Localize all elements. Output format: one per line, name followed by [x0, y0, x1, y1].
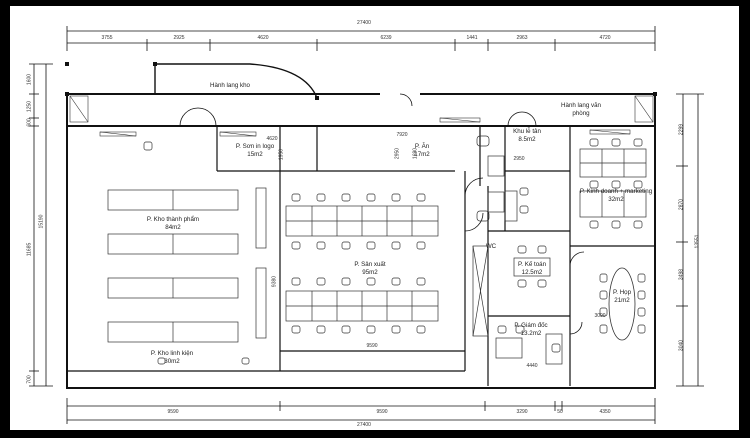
room-hop-name: P. Họp	[612, 289, 632, 296]
dim-bottom-2: 9590	[376, 409, 388, 415]
room-hanh-lang-van-phong-line2: phòng	[572, 110, 590, 117]
meeting-table	[608, 267, 636, 341]
room-kinh-doanh-area: 32m2	[608, 196, 624, 203]
room-kho-thanh-pham-name: P. Kho thành phẩm	[146, 216, 200, 223]
chairs	[143, 138, 646, 365]
room-khu-le-tan-area: 8.5m2	[518, 136, 536, 143]
room-san-xuat-area: 95m2	[362, 269, 378, 276]
dim-bottom-4: 50	[557, 409, 563, 415]
dim-inner-5: 9380	[271, 275, 278, 288]
production-tables	[285, 205, 439, 322]
dim-right-total: 13551	[694, 234, 701, 249]
room-san-xuat-name: P. Sản xuất	[354, 261, 386, 268]
dim-inner-2: 7920	[396, 132, 408, 138]
dim-top-4: 6239	[380, 35, 392, 41]
room-kho-thanh-pham-area: 84m2	[165, 224, 181, 231]
walls	[66, 63, 656, 389]
dim-total-top: 27400	[357, 20, 371, 26]
room-an-name: P. Ăn	[414, 143, 430, 150]
dim-left-total: 15190	[38, 214, 45, 229]
dim-inner-7: 4440	[526, 363, 538, 369]
wc-fixtures	[472, 135, 518, 337]
room-kho-linh-kien-area: 30m2	[164, 358, 180, 365]
dim-bottom-3: 3290	[516, 409, 528, 415]
floor-plan	[29, 26, 704, 424]
warehouse-racks	[107, 187, 267, 343]
sales-desks	[513, 148, 647, 277]
dim-top-2: 2925	[173, 35, 185, 41]
director-desk	[495, 325, 563, 365]
room-giam-doc-area: 13.2m2	[520, 330, 542, 337]
room-hop-area: 21m2	[614, 297, 630, 304]
dim-bottom-1: 9590	[167, 409, 179, 415]
room-khu-le-tan-name: Khu lễ tân	[513, 128, 541, 135]
interior-walls	[67, 126, 655, 386]
dim-top-1: 3755	[101, 35, 113, 41]
dim-inner-3: 2950	[394, 147, 401, 160]
dim-inner-8: 2950	[513, 156, 525, 162]
room-giam-doc-name: P. Giám đốc	[514, 322, 548, 329]
dim-right-4: 3040	[678, 339, 685, 352]
dim-left-5: 700	[26, 375, 33, 384]
dim-top-6: 2963	[516, 35, 528, 41]
room-kinh-doanh-name: P. Kinh doanh + marketing	[579, 188, 653, 195]
dim-left-4: 11685	[26, 242, 33, 257]
corner-points	[65, 62, 657, 100]
dim-right-2: 2870	[678, 198, 685, 211]
dim-top-3: 4620	[257, 35, 269, 41]
dim-left-3: 600	[26, 118, 33, 127]
room-ke-toan-area: 12.5m2	[521, 269, 543, 276]
dim-right-1: 2299	[678, 123, 685, 136]
drawing-sheet: 27400 3755 2925 4620 6239 1441 2963 4720…	[10, 6, 739, 430]
room-kho-linh-kien-name: P. Kho linh kiện	[150, 350, 194, 357]
room-wc: WC	[485, 243, 497, 250]
window-marks	[69, 95, 654, 137]
dim-inner-1: 4620	[266, 136, 278, 142]
doors	[179, 93, 585, 335]
dim-bottom-5: 4350	[599, 409, 611, 415]
room-an-area: 17m2	[414, 151, 430, 158]
room-son-in-logo-area: 15m2	[247, 151, 263, 158]
room-hanh-lang-kho: Hành lang kho	[210, 82, 250, 89]
dim-right-3: 3498	[678, 268, 685, 281]
room-hanh-lang-van-phong-line1: Hành lang văn	[561, 102, 601, 109]
room-son-in-logo-name: P. Sơn in logo	[235, 143, 275, 150]
dim-top-7: 4720	[599, 35, 611, 41]
dim-inner-9: 3090	[594, 313, 606, 319]
room-ke-toan-name: P. Kế toán	[517, 261, 547, 268]
dim-inner-6: 9590	[366, 343, 378, 349]
dim-total-bottom: 27400	[357, 422, 371, 428]
dim-left-1: 1600	[26, 73, 33, 86]
dim-top-5: 1441	[466, 35, 478, 41]
